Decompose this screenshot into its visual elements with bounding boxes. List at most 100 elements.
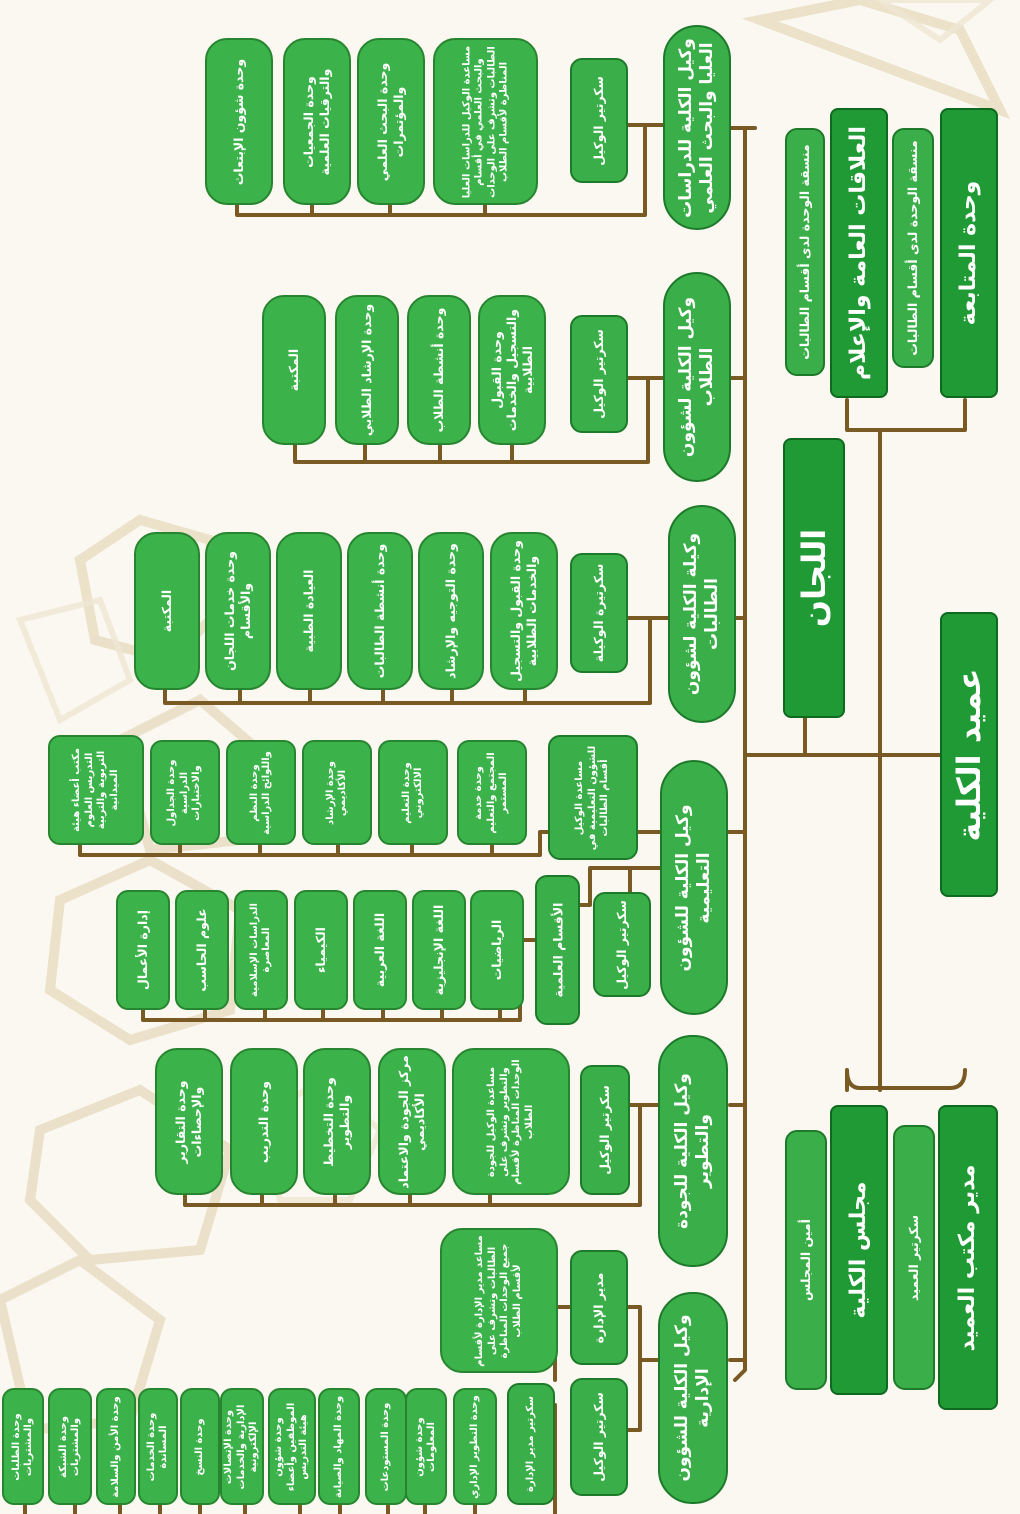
admin-unit-communications: وحدة الإتصالات الإدارية والخدمات الإلكتر… xyxy=(220,1388,264,1505)
department-math: الرياضيات xyxy=(470,890,524,1010)
female-affairs-unit-clinic: العيادة الطبية xyxy=(276,532,342,690)
admin-unit-maintenance-label: وحدة المهاد والصيانة xyxy=(318,1388,360,1505)
academic-unit-regulations-label: وحدة النظم واللوائح الدراسية xyxy=(226,740,296,845)
quality-unit-planning-label: وحدة التخطيط والتطوير xyxy=(303,1048,371,1195)
research-secretary-label: سكرتير الوكيل xyxy=(570,58,628,183)
student-affairs-unit-activities-label: وحدة أنشطة الطلاب xyxy=(407,295,471,445)
admin-unit-communications-label: وحدة الإتصالات الإدارية والخدمات الإلكتر… xyxy=(220,1388,264,1505)
admin-director-secretary-label: سكرتير مدير الإدارة xyxy=(507,1383,555,1505)
student-affairs-unit-library-label: المكتبة xyxy=(262,295,326,445)
research-unit-scholarship: وحدة شؤون الإبتعاث xyxy=(205,38,273,205)
student-affairs-vice-dean-box: وكيل الكلية لشؤون الطلاب xyxy=(663,272,731,482)
female-affairs-unit-library: المكتبة xyxy=(134,532,200,690)
college-council-label: مجلس الكلية xyxy=(830,1105,888,1395)
female-affairs-unit-activities: وحدة أنشطة الطالبات xyxy=(347,532,413,690)
admin-unit-information-label: وحدة شؤون المعلومات xyxy=(405,1388,447,1505)
academic-unit-schedules-label: وحدة الجداول الدراسية والاختبارات xyxy=(150,740,220,845)
office-director-box: مدير مكتب العميد xyxy=(938,1105,998,1410)
academic-unit-elearning: وحدة التعليم الالكتروني xyxy=(378,740,448,845)
department-arabic-label: اللغة العربية xyxy=(353,890,407,1010)
research-unit-scientific: وحدة البحث العلمي والمؤتمرات xyxy=(357,38,425,205)
academic-departments-box: الأقسام العلمية xyxy=(535,875,580,1025)
student-affairs-secretary-box: سكرتير الوكيل xyxy=(570,315,628,433)
quality-secretary-label: سكرتير الوكيل xyxy=(580,1065,630,1195)
quality-unit-accreditation-label: مركز الجودة والاعتماد الأكاديمي xyxy=(378,1048,446,1195)
department-math-label: الرياضيات xyxy=(470,890,524,1010)
female-affairs-vice-dean-box: وكيلة الكلية لشؤون الطالبات xyxy=(668,505,736,723)
department-islamic-studies-label: الدراسات الإسلامية المعاصرة xyxy=(234,890,288,1010)
academic-secretary-box: سكرتير الوكيل xyxy=(593,892,651,997)
follow-up-unit-label: وحدة المتابعة xyxy=(940,108,998,398)
admin-unit-development: وحدة التطوير الإداري xyxy=(453,1388,497,1505)
research-vice-dean-box: وكيل الكلية للدراسات العليا والبحث العلم… xyxy=(663,25,731,230)
dean-label: عميد الكلية xyxy=(940,612,998,897)
department-islamic-studies: الدراسات الإسلامية المعاصرة xyxy=(234,890,288,1010)
admin-unit-safety-label: وحدة الأمن والسلامة xyxy=(96,1388,136,1505)
student-affairs-vice-dean-label: وكيل الكلية لشؤون الطلاب xyxy=(663,272,731,482)
admin-unit-information: وحدة شؤون المعلومات xyxy=(405,1388,447,1505)
pr-coordinator-label: منسقة الوحدة لدى أقسام الطالبات xyxy=(785,128,825,376)
student-affairs-unit-library: المكتبة xyxy=(262,295,326,445)
admin-unit-personnel: وحدة شؤون الموظفين وأعضاء هيئة التدريس xyxy=(268,1388,316,1505)
admin-assistant-box: مساعد مدير الإدارة لأقسام الطالبات وتشرف… xyxy=(440,1228,558,1373)
admin-unit-warehouses-label: وحدة المستودعات xyxy=(365,1388,407,1505)
student-affairs-unit-admission-label: وحدة القبول والتسجيل والخدمات الطلابية xyxy=(478,295,546,445)
department-business-label: إدارة الأعمال xyxy=(116,890,170,1010)
research-unit-societies-label: وحدة الجمعيات والترقيات العلمية xyxy=(283,38,351,205)
research-unit-assistant: مساعدة الوكيل للدراسات العليا والبحث الع… xyxy=(433,38,538,205)
admin-unit-warehouses: وحدة المستودعات xyxy=(365,1388,407,1505)
admin-assistant-label: مساعد مدير الإدارة لأقسام الطالبات وتشرف… xyxy=(440,1228,558,1373)
dean-secretary-label: سكرتير العميد xyxy=(893,1125,935,1390)
admin-director-box: مدير الإدارة xyxy=(570,1250,628,1365)
academic-unit-faculty-office-label: مكتب أعضاء هيئة التدريس العلوم التربوية … xyxy=(48,735,144,845)
pr-media-box: العلاقات العامة والإعلام xyxy=(830,108,888,398)
admin-unit-maintenance: وحدة المهاد والصيانة xyxy=(318,1388,360,1505)
admin-unit-development-label: وحدة التطوير الإداري xyxy=(453,1388,497,1505)
office-director-label: مدير مكتب العميد xyxy=(938,1105,998,1410)
admin-vice-dean-box: وكيل الكلية للشؤون الإدارية xyxy=(658,1292,728,1504)
quality-unit-assistant-label: مساعدة الوكيل للجودة والتطوير وتشرف على … xyxy=(452,1048,570,1195)
admin-director-secretary-box: سكرتير مدير الإدارة xyxy=(507,1383,555,1505)
research-vice-dean-label: وكيل الكلية للدراسات العليا والبحث العلم… xyxy=(663,25,731,230)
quality-unit-accreditation: مركز الجودة والاعتماد الأكاديمي xyxy=(378,1048,446,1195)
female-affairs-unit-clinic-label: العيادة الطبية xyxy=(276,532,342,690)
dean-box: عميد الكلية xyxy=(940,612,998,897)
quality-secretary-box: سكرتير الوكيل xyxy=(580,1065,630,1195)
student-affairs-unit-admission: وحدة القبول والتسجيل والخدمات الطلابية xyxy=(478,295,546,445)
student-affairs-unit-guidance: وحدة الإرشاد الطلابي xyxy=(335,295,399,445)
female-affairs-unit-committee-services-label: وحدة خدمات اللجان والأقسام xyxy=(205,532,271,690)
quality-unit-reports: وحدة التقارير والإحصاءات xyxy=(155,1048,223,1195)
academic-unit-advising-label: وحدة الإرشاد الأكاديمي xyxy=(302,740,372,845)
department-computer-science-label: علوم الحاسب xyxy=(175,890,229,1010)
department-computer-science: علوم الحاسب xyxy=(175,890,229,1010)
council-secretary-label: أمين المجلس xyxy=(785,1130,827,1390)
follow-up-coordinator-box: منسقة الوحدة لدى أقسام الطالبات xyxy=(892,128,934,368)
council-secretary-box: أمين المجلس xyxy=(785,1130,827,1390)
admin-secretary-box: سكرتير الوكيل xyxy=(570,1378,628,1496)
college-council-box: مجلس الكلية xyxy=(830,1105,888,1395)
female-affairs-secretary-box: سكرتيرة الوكيلة xyxy=(570,553,628,673)
research-secretary-box: سكرتير الوكيل xyxy=(570,58,628,183)
female-affairs-unit-admission: وحدة القبول والتسجيل والخدمات الطلابية xyxy=(490,532,558,690)
admin-unit-purchases-label: وحدة الطلبات والمشتريات xyxy=(2,1388,44,1505)
female-affairs-unit-guidance: وحدة التوجيه والإرشاد xyxy=(418,532,484,690)
quality-unit-training: وحدة التدريب xyxy=(230,1048,298,1195)
academic-assistant-box: مساعدة الوكيل للشؤون التعليمية في أقسام … xyxy=(548,735,638,860)
female-affairs-unit-library-label: المكتبة xyxy=(134,532,200,690)
academic-assistant-label: مساعدة الوكيل للشؤون التعليمية في أقسام … xyxy=(548,735,638,860)
admin-unit-network: وحدة الشبكة والمشتريات xyxy=(48,1388,92,1505)
admin-director-label: مدير الإدارة xyxy=(570,1250,628,1365)
department-business: إدارة الأعمال xyxy=(116,890,170,1010)
admin-unit-copying-label: وحدة النسخ xyxy=(180,1388,220,1505)
student-affairs-unit-guidance-label: وحدة الإرشاد الطلابي xyxy=(335,295,399,445)
department-english: اللغة الإنجليزية xyxy=(412,890,466,1010)
pr-media-label: العلاقات العامة والإعلام xyxy=(830,108,888,398)
admin-unit-support-label: وحدة الخدمات المساندة xyxy=(138,1388,178,1505)
quality-unit-reports-label: وحدة التقارير والإحصاءات xyxy=(155,1048,223,1195)
admin-unit-copying: وحدة النسخ xyxy=(180,1388,220,1505)
dean-secretary-box: سكرتير العميد xyxy=(893,1125,935,1390)
quality-unit-assistant: مساعدة الوكيل للجودة والتطوير وتشرف على … xyxy=(452,1048,570,1195)
pr-coordinator-box: منسقة الوحدة لدى أقسام الطالبات xyxy=(785,128,825,376)
female-affairs-unit-admission-label: وحدة القبول والتسجيل والخدمات الطلابية xyxy=(490,532,558,690)
student-affairs-unit-activities: وحدة أنشطة الطلاب xyxy=(407,295,471,445)
